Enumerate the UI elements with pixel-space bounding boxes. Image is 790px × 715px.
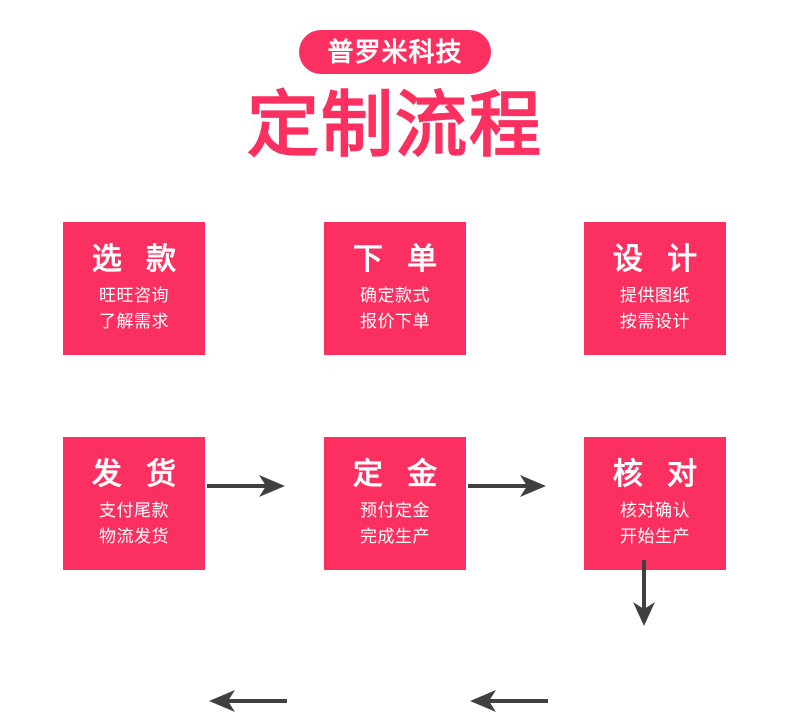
flow-step-line-2: 完成生产 [360,526,430,546]
flow-step-title: 选 款 [91,242,185,276]
flow-step-dingjin: 定 金 预付定金 完成生产 [324,437,466,570]
page-header: 普罗米科技 定制流程 [0,0,790,164]
flow-step-title: 下 单 [352,242,446,276]
flow-step-line-1: 支付尾款 [99,500,169,520]
flow-step-line-1: 提供图纸 [620,285,690,305]
arrow-right-icon [468,472,548,500]
flow-step-line-1: 预付定金 [360,500,430,520]
flow-step-line-2: 开始生产 [620,526,690,546]
flow-step-fahuo: 发 货 支付尾款 物流发货 [63,437,205,570]
process-flow-diagram: 选 款 旺旺咨询 了解需求 下 单 确定款式 报价下单 设 计 提供图纸 按需设… [0,200,790,712]
page-title: 定制流程 [246,86,543,166]
flow-step-sheji: 设 计 提供图纸 按需设计 [584,222,726,355]
flow-step-title: 设 计 [612,242,706,276]
flow-step-hedui: 核 对 核对确认 开始生产 [584,437,726,570]
arrow-left-icon [207,687,287,715]
flow-step-line-1: 旺旺咨询 [99,285,169,305]
flow-step-line-2: 按需设计 [620,311,690,331]
flow-step-xuankuan: 选 款 旺旺咨询 了解需求 [63,222,205,355]
flow-step-title: 定 金 [352,457,446,491]
flow-step-line-2: 物流发货 [99,526,169,546]
arrow-left-icon [468,687,548,715]
flow-step-line-1: 核对确认 [620,500,690,520]
flow-step-xiadan: 下 单 确定款式 报价下单 [324,222,466,355]
flow-step-title: 发 货 [91,457,185,491]
arrow-down-icon [630,560,658,628]
flow-step-line-2: 了解需求 [99,311,169,331]
arrow-right-icon [207,472,287,500]
flow-step-title: 核 对 [612,457,706,491]
brand-badge: 普罗米科技 [299,30,491,74]
flow-step-line-2: 报价下单 [360,311,430,331]
flow-step-line-1: 确定款式 [360,285,430,305]
